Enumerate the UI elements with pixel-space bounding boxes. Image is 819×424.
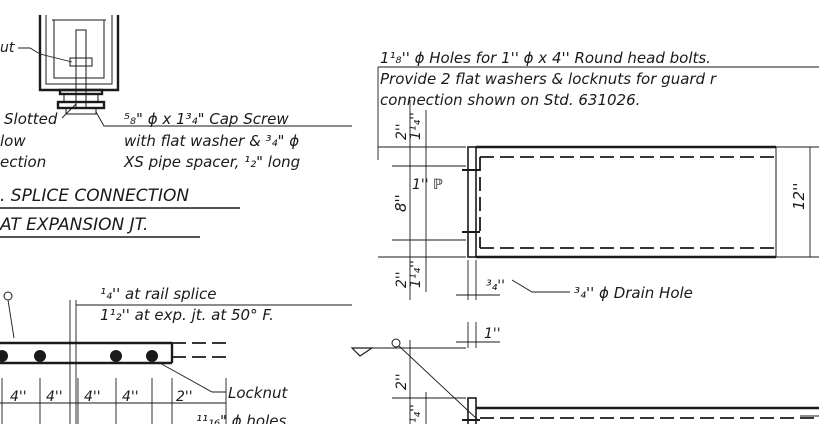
cap-screw-line3: XS pipe spacer, ¹₂" long (123, 153, 300, 171)
lower-pivot-circle (391, 338, 401, 348)
bolt-head (65, 107, 97, 115)
cap-screw-line1: ⁵₈" ϕ x 1³₄" Cap Screw (124, 110, 289, 128)
dim-top-2: 2'' (394, 123, 410, 140)
section-title-line1: . SPLICE CONNECTION (0, 186, 189, 206)
bolt-note-line3: connection shown on Std. 631026. (380, 91, 640, 109)
dim-12: 12'' (790, 183, 808, 210)
bolt-2 (34, 350, 46, 362)
splice-note-line2: 1¹₂'' at exp. jt. at 50° F. (100, 306, 274, 324)
dim-1: 1'' (484, 326, 501, 342)
channel-outline (38, 15, 120, 92)
dim-1-pl: 1'' ℙ (412, 177, 443, 193)
bolt-shank (75, 29, 87, 109)
lower-rail-view: 1'' 2'' 1¹₄'' (350, 322, 819, 424)
nut-label: ut (0, 40, 15, 56)
pivot-leader (7, 299, 15, 339)
locknut-leader (157, 361, 226, 393)
slotted-line3: ection (0, 153, 46, 171)
drain-hole-leader (511, 279, 570, 293)
nut (69, 57, 93, 67)
slotted-leader (61, 103, 77, 119)
section-title-line2: AT EXPANSION JT. (0, 215, 148, 235)
bolt-note-line1: 1¹₈'' ϕ Holes for 1'' ϕ x 4'' Round head… (380, 49, 711, 67)
spacing-label-4: 4'' (122, 389, 139, 405)
drain-hole-label: ³₄'' ϕ Drain Hole (574, 284, 693, 302)
spacing-label-1: 4'' (10, 389, 27, 405)
washer-upper (58, 88, 104, 96)
dim-3-4: ³₄'' (486, 278, 505, 294)
locknut-label: Locknut (228, 384, 288, 402)
dim-8: 8'' (392, 194, 410, 212)
end-plate (467, 146, 477, 258)
dim-bot-2: 2'' (394, 271, 410, 288)
holes-label: ¹¹₁₆" ϕ holes (196, 412, 286, 424)
cap-screw-line2: with flat washer & ³₄" ϕ (124, 132, 299, 150)
cap-screw-leader (95, 111, 352, 127)
lower-dim-2: 2'' (394, 373, 410, 390)
lower-dim-1-4: 1¹₄'' (408, 404, 424, 424)
slotted-label: Slotted (4, 110, 58, 128)
dim-bot-1-4: 1¹₄'' (408, 260, 424, 288)
spacing-label-5: 2'' (176, 389, 193, 405)
bolt-note-line2: Provide 2 flat washers & locknuts for gu… (380, 70, 717, 88)
washer-lower (56, 100, 106, 110)
bolt-4 (146, 350, 158, 362)
slotted-line2: low (0, 132, 26, 150)
lower-end-plate (467, 397, 477, 424)
splice-note-line1: ¹₄'' at rail splice (100, 285, 217, 303)
pivot-circle (3, 291, 13, 301)
dim-top-1-4: 1¹₄'' (408, 112, 424, 140)
splice-plan: ¹₄'' at rail splice 1¹₂'' at exp. jt. at… (0, 285, 352, 424)
channel-inner (45, 15, 113, 85)
lower-flag (350, 347, 374, 357)
splice-connection-section: ut Slotted low ection ⁵₈" ϕ x 1³₄" Cap S… (0, 15, 352, 238)
nut-leader (18, 47, 73, 63)
bolt-3 (110, 350, 122, 362)
spacing-label-3: 4'' (84, 389, 101, 405)
channel-inner-lip (53, 20, 105, 79)
spacing-label-2: 4'' (46, 389, 63, 405)
bolt-1 (0, 350, 8, 362)
lower-diagonal (398, 345, 479, 421)
rail-elevation: 1¹₈'' ϕ Holes for 1'' ϕ x 4'' Round head… (377, 49, 819, 302)
